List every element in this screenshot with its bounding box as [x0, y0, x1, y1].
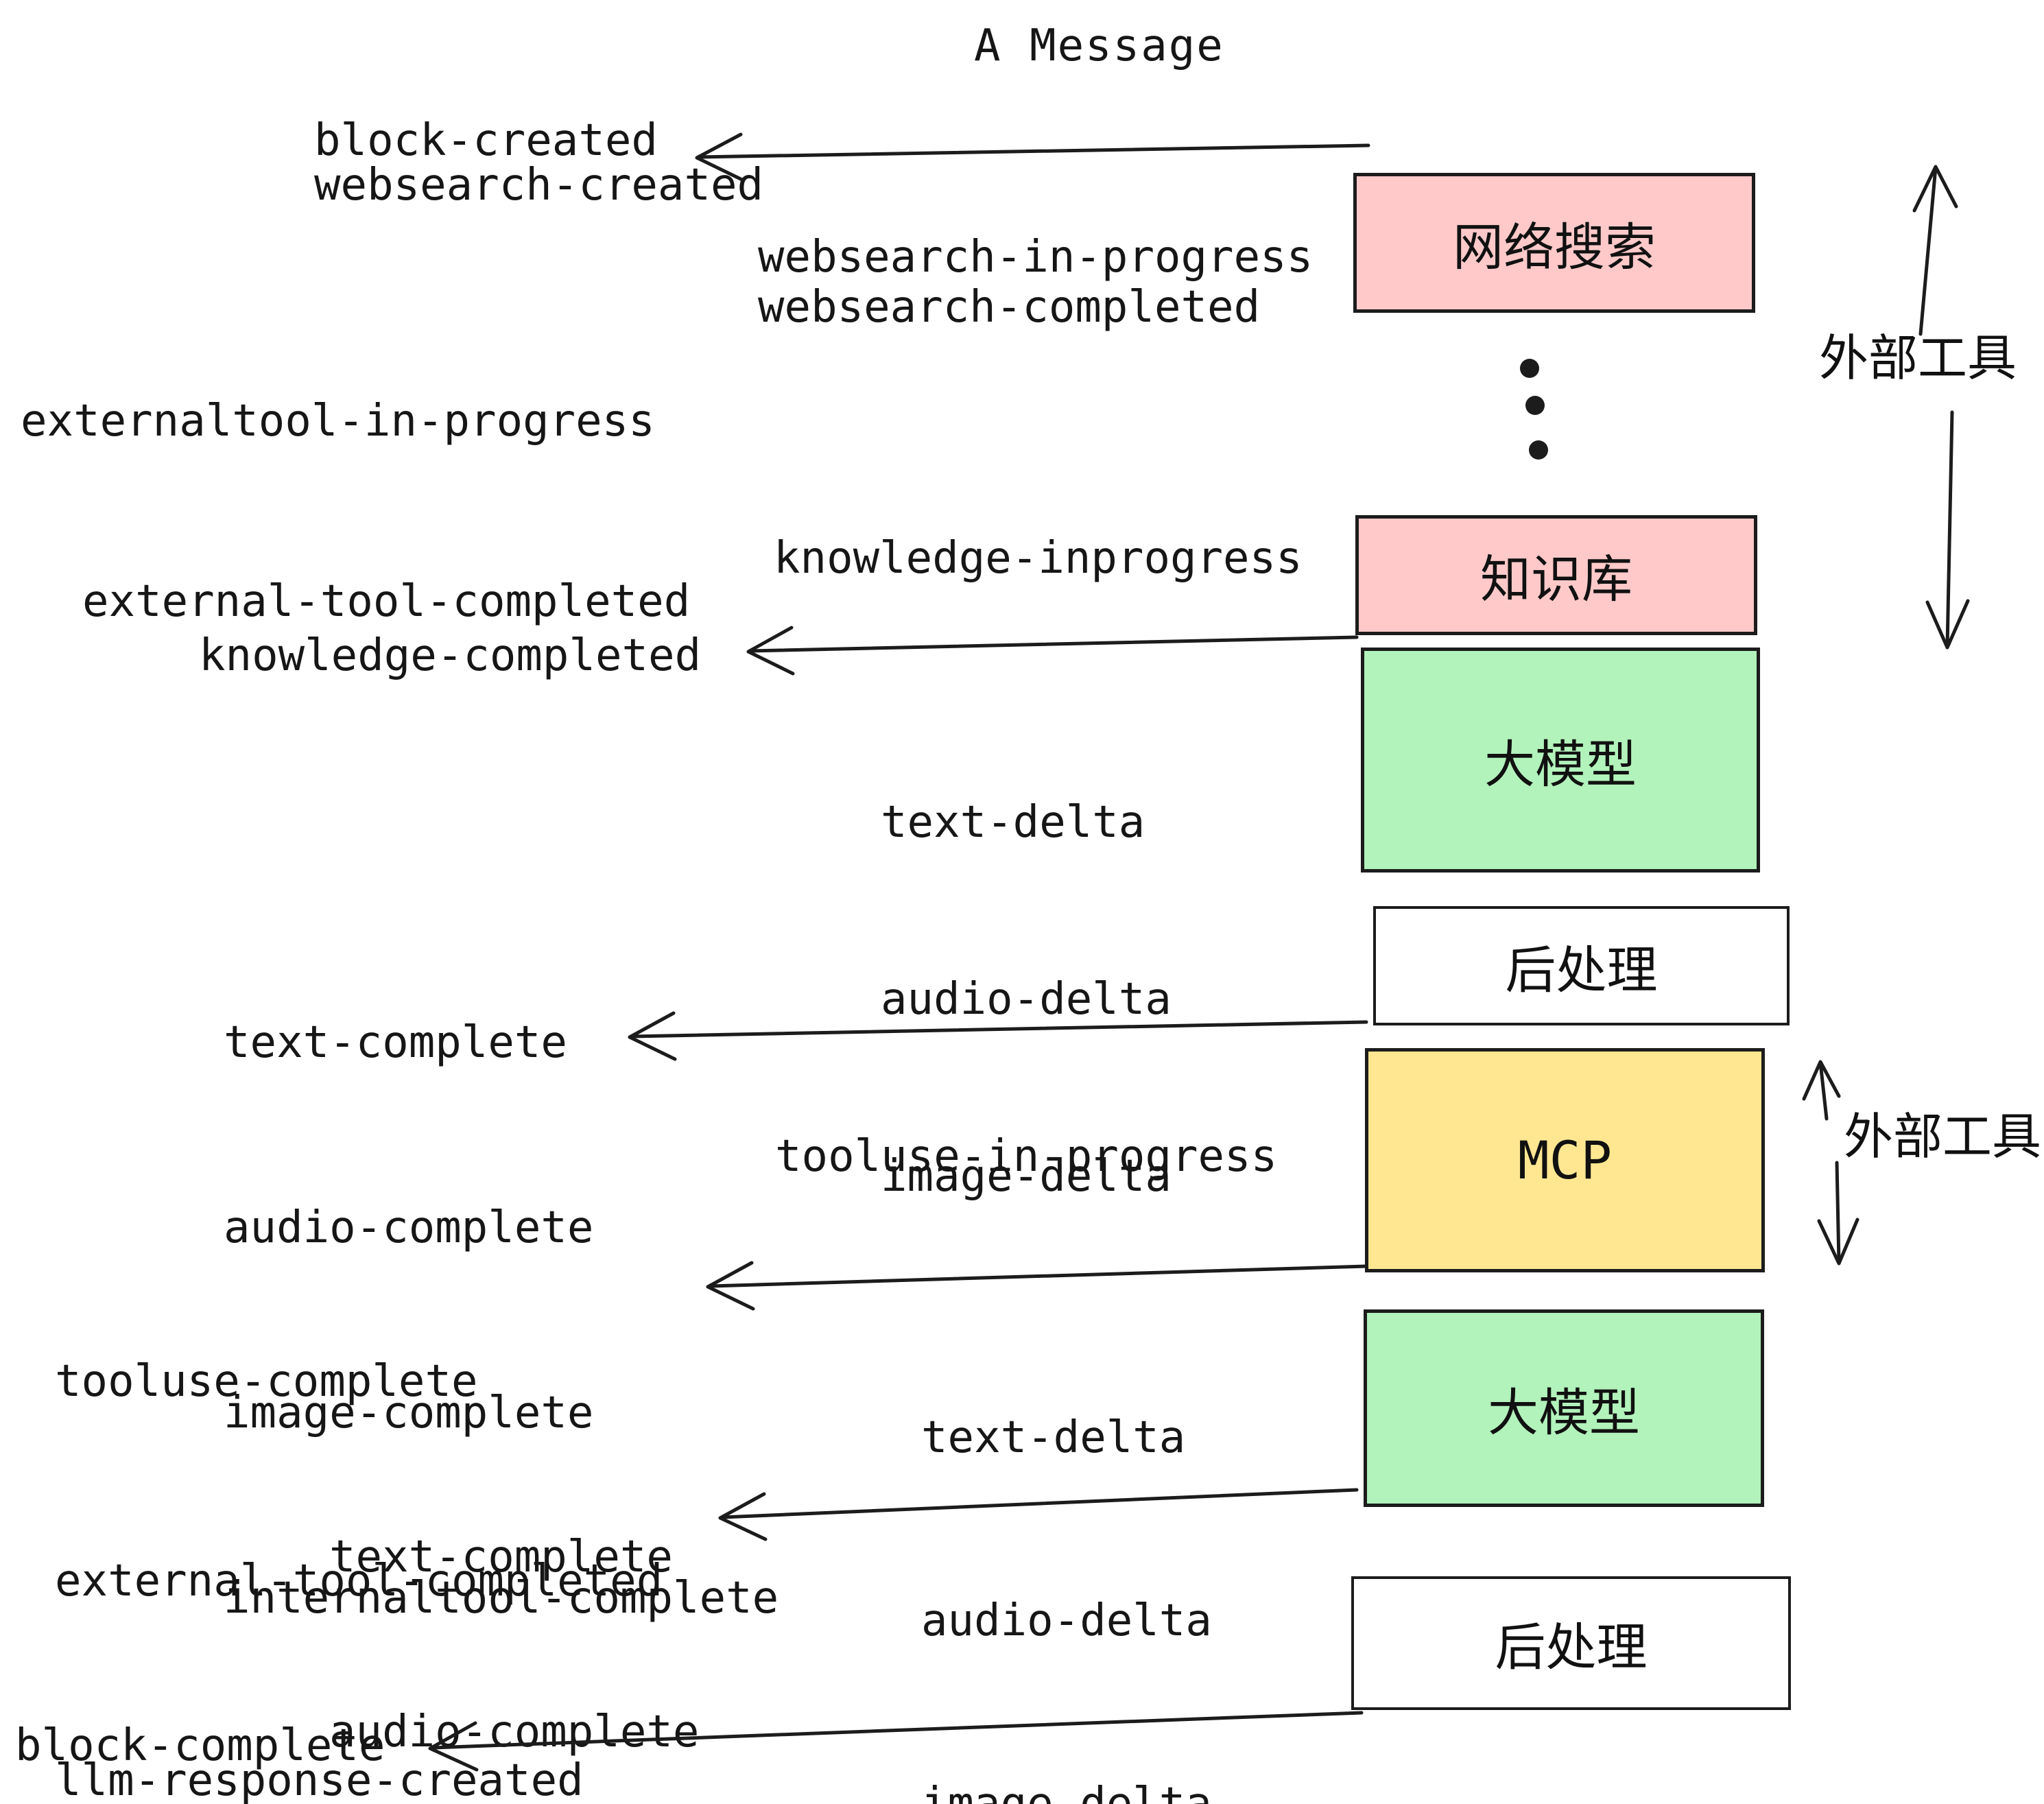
arrow-up-external-tools-bottom-icon: [1802, 1060, 1841, 1121]
node-knowledge-base: 知识库: [1355, 515, 1757, 635]
node-post-process-1: 后处理: [1373, 906, 1790, 1025]
event-label-image-delta: image-delta: [881, 1151, 1172, 1202]
event-label-audio-complete: audio-complete: [224, 1202, 594, 1253]
arrow-down-external-tools-top-icon: [1925, 410, 1970, 650]
event-label-externaltool-in-progress: externaltool-in-progress: [21, 396, 655, 447]
event-label-websearch-in-progress: websearch-in-progress: [758, 232, 1314, 283]
diagram-title: A Message: [974, 21, 1224, 71]
event-label-text-delta-2: text-delta: [921, 1412, 1186, 1463]
event-group-complete-1: text-complete audio-complete image-compl…: [224, 888, 779, 1753]
arrow-left-to-websearch-created-icon: [695, 132, 1370, 182]
event-group-complete-2: text-complete audio-complete image-compl…: [329, 1412, 884, 1804]
node-mcp: MCP: [1365, 1048, 1765, 1272]
event-label-external-tool-completed-2: external-tool-completed: [55, 1556, 663, 1606]
event-label-internaltool-complete: internaltool-complete: [224, 1573, 779, 1624]
event-label-tooluse-complete: tooluse-complete: [55, 1356, 478, 1407]
event-label-llm-response-created: llm-response-created: [55, 1755, 584, 1804]
event-label-text-delta: text-delta: [881, 797, 1145, 848]
event-label-text-complete-2: text-complete: [329, 1532, 673, 1582]
node-post-process-2: 后处理: [1351, 1576, 1791, 1710]
node-web-search-label: 网络搜索: [1453, 218, 1656, 276]
node-knowledge-base-label: 知识库: [1480, 551, 1632, 608]
node-llm-1-label: 大模型: [1484, 735, 1637, 793]
arrow-up-external-tools-top-icon: [1912, 165, 1958, 336]
node-post-process-2-label: 后处理: [1495, 1619, 1648, 1676]
node-llm-2: 大模型: [1364, 1309, 1764, 1507]
event-label-tooluse-in-progress: tooluse-in-progress: [775, 1131, 1278, 1182]
event-label-websearch-completed: websearch-completed: [758, 282, 1261, 333]
event-label-block-complete: block-complete: [15, 1720, 385, 1771]
event-label-websearch-created: websearch-created: [314, 160, 764, 211]
node-llm-1: 大模型: [1361, 648, 1760, 873]
node-post-process-1-label: 后处理: [1505, 941, 1658, 999]
event-label-knowledge-inprogress: knowledge-inprogress: [774, 533, 1303, 584]
event-label-image-complete: image-complete: [224, 1388, 594, 1438]
event-label-audio-delta-2: audio-delta: [921, 1595, 1212, 1646]
arrow-left-to-knowledge-completed-icon: [746, 626, 1359, 676]
event-label-block-created: block-created: [314, 115, 658, 166]
node-web-search: 网络搜索: [1353, 173, 1755, 313]
event-label-text-complete: text-complete: [224, 1017, 567, 1068]
node-llm-2-label: 大模型: [1488, 1384, 1640, 1441]
event-label-audio-delta: audio-delta: [881, 974, 1172, 1025]
vertical-ellipsis-icon: [1520, 359, 1548, 460]
label-external-tools-top: 外部工具: [1819, 331, 2017, 386]
label-external-tools-bottom: 外部工具: [1844, 1110, 2042, 1165]
arrow-down-external-tools-bottom-icon: [1817, 1161, 1859, 1266]
event-group-delta-1: text-delta audio-delta image-delta: [881, 675, 1172, 1324]
event-group-tooluse: tooluse-complete external-tool-completed…: [55, 1215, 663, 1804]
event-group-delta-2: text-delta audio-delta image-delta: [921, 1285, 1212, 1804]
event-label-audio-complete-2: audio-complete: [329, 1707, 700, 1757]
event-label-knowledge-completed: knowledge-completed: [199, 630, 702, 681]
node-mcp-label: MCP: [1517, 1130, 1613, 1191]
event-label-external-tool-completed: external-tool-completed: [82, 576, 691, 627]
event-label-image-delta-2: image-delta: [921, 1779, 1212, 1804]
